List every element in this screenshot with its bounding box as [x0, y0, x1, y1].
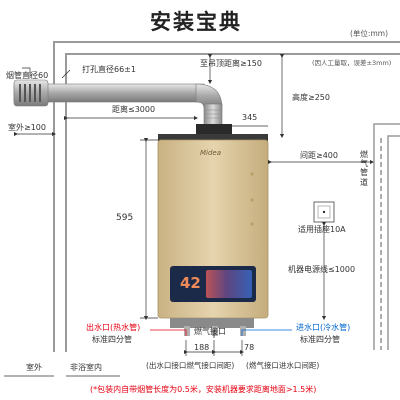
spacing-400-label: 间距≥400: [300, 151, 338, 160]
display-temperature: 42: [180, 274, 201, 292]
height-250-label: 高度≥250: [292, 93, 330, 102]
dim-78-label: 78: [244, 343, 255, 352]
dimension-lines: [4, 53, 375, 377]
power-socket: [313, 201, 335, 223]
hot-outlet-label: 出水口(热水管): [86, 323, 141, 332]
dim-188-label: 188: [194, 343, 210, 352]
brand-logo: Midea: [200, 149, 222, 157]
cold-inlet-spec: 标准四分管: [300, 335, 340, 344]
cold-inlet-label: 进水口(冷水管): [296, 323, 351, 332]
indoor-label: 非浴室内: [70, 363, 102, 372]
right-wall: [373, 123, 400, 350]
footnote: (*包装内自带烟管长度为0.5米，安装机器要求距离地面>1.5米): [90, 385, 317, 394]
socket-label: 适用插座10A: [298, 225, 346, 234]
gas-cold-spacing-note: (燃气接口进水口间距): [246, 361, 320, 370]
wall-outline: [53, 41, 400, 352]
hot-gas-spacing-note: (出水口接口燃气接口间距): [146, 361, 235, 370]
unit-label: (单位:mm): [350, 29, 388, 38]
hole-diameter-label: 打孔直径66±1: [82, 65, 136, 74]
width-345-label: 345: [242, 113, 258, 122]
flue-pipe: [13, 79, 223, 127]
manual-error-note: (因人工量取，误差±3mm): [312, 59, 392, 67]
gas-inlet-label: 燃气接口: [194, 327, 226, 336]
outdoor-label: 室外: [26, 363, 42, 372]
outdoor-100-label: 室外≥100: [8, 123, 46, 132]
height-595-label: 595: [116, 213, 134, 223]
power-cord-label: 机器电源线≤1000: [288, 265, 356, 274]
page-title: 安装宝典: [150, 10, 242, 34]
ceiling-distance-label: 至吊顶距离≥150: [200, 59, 262, 68]
flue-diameter-label: 烟管直径60: [6, 71, 49, 80]
water-heater: [157, 124, 269, 336]
hot-outlet-spec: 标准四分管: [92, 335, 132, 344]
distance-3000-label: 距离≤3000: [112, 105, 156, 114]
connector-leaders: [150, 329, 292, 338]
gas-pipe-label: 燃气管道: [360, 150, 368, 187]
